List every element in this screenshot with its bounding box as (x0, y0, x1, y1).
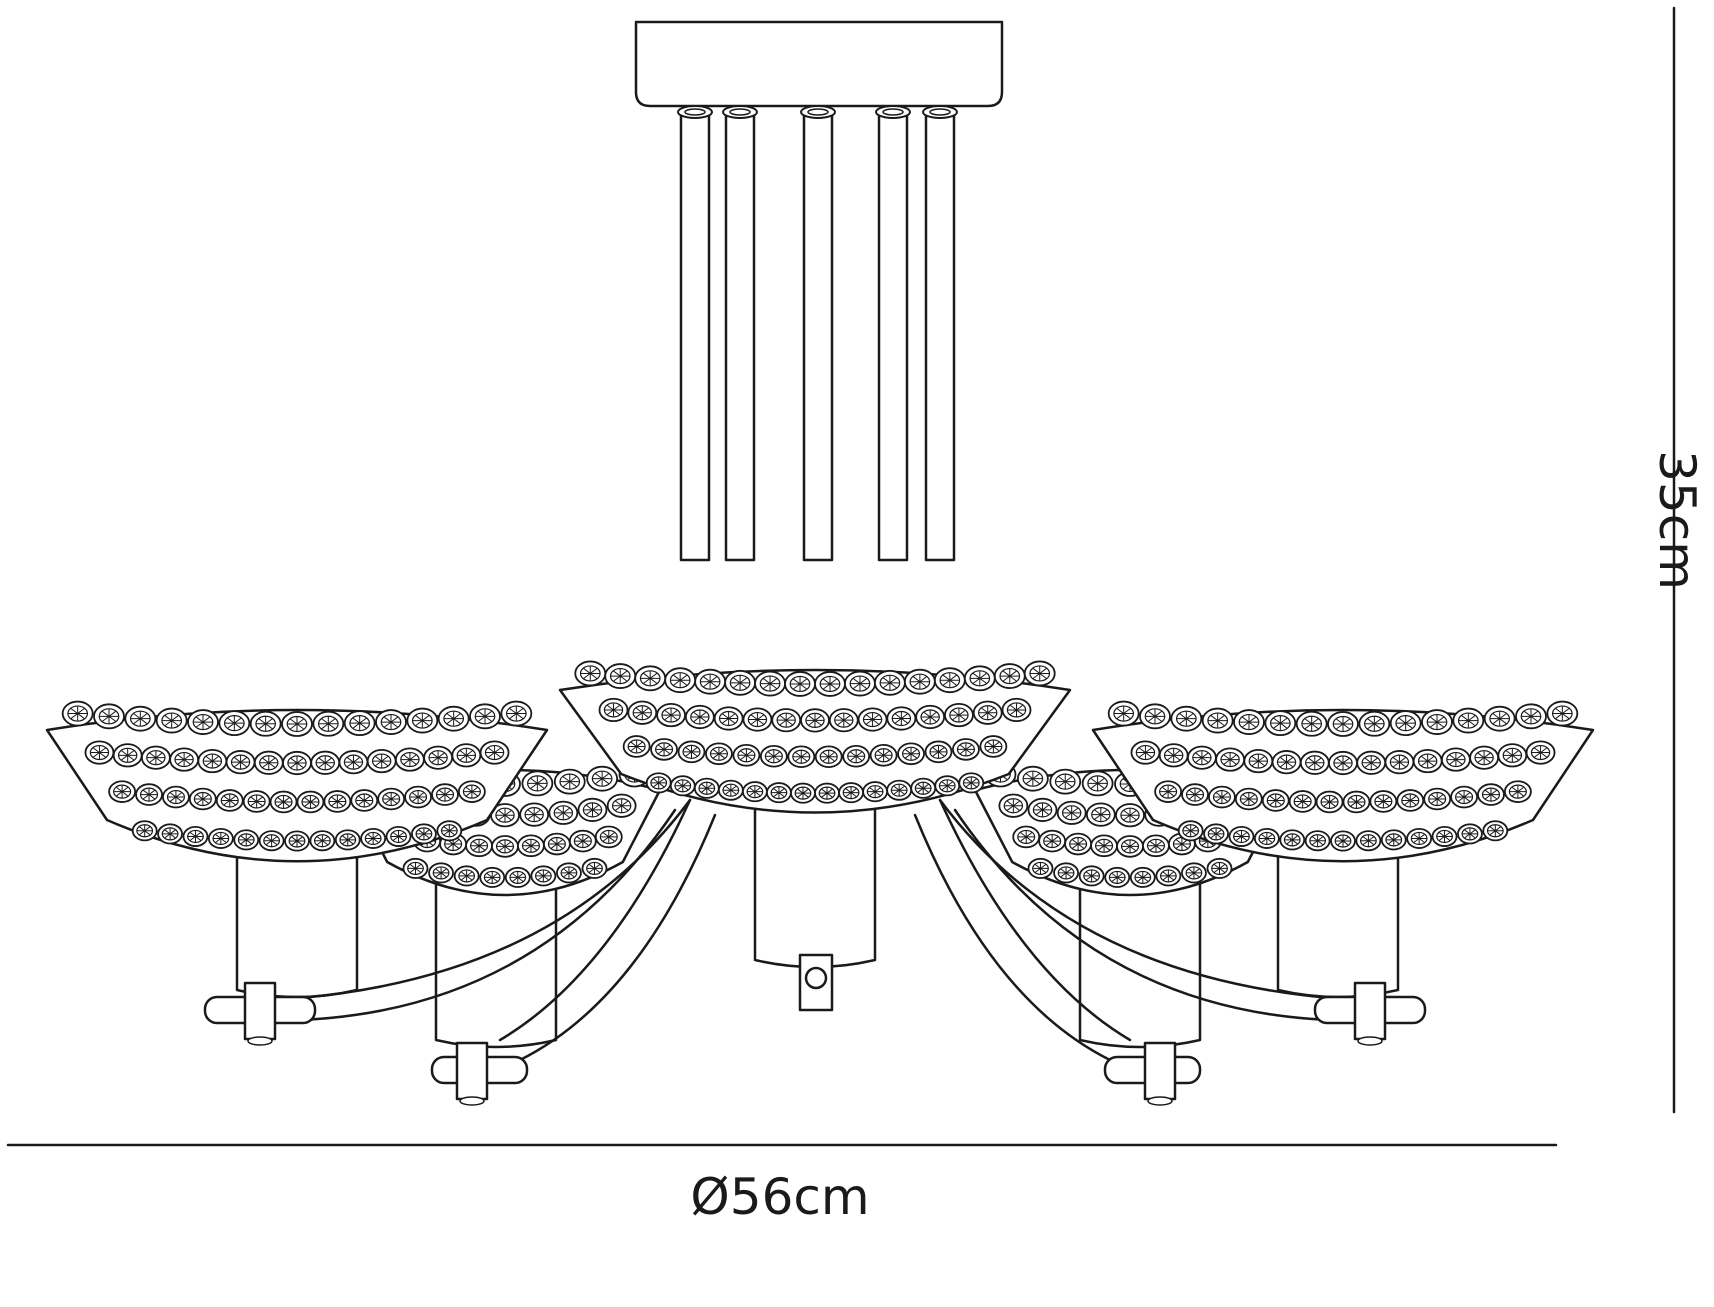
ceiling-canopy (634, 20, 1004, 108)
lamp-holder (753, 790, 877, 969)
centre-socket (798, 953, 834, 1012)
curved-arm (938, 798, 1332, 1000)
curved-arm (298, 798, 692, 1000)
suspension-rod (722, 105, 758, 562)
curved-arm (498, 798, 692, 1042)
suspension-rod (922, 105, 958, 562)
width-dimension-label: Ø56cm (690, 1168, 869, 1226)
suspension-rod (800, 105, 836, 562)
suspension-rod (677, 105, 713, 562)
crystal-shade (1091, 700, 1595, 863)
arm-end-cap (1313, 981, 1427, 1046)
arm-end-cap (430, 1041, 529, 1106)
back-shades (348, 761, 1287, 1049)
curved-arm (913, 813, 1112, 1062)
arms (203, 798, 1427, 1106)
front-shades (45, 660, 1595, 999)
crystal-shade (45, 700, 549, 863)
suspension-rods (677, 105, 958, 562)
suspension-rod (875, 105, 911, 562)
curved-arm (938, 798, 1132, 1042)
crystal-shade (558, 660, 1072, 814)
curved-arm (518, 813, 717, 1062)
lamp-holder (434, 860, 558, 1049)
curved-arm (298, 808, 677, 1022)
arm-end-cap (1103, 1041, 1202, 1106)
curved-arm (953, 808, 1332, 1022)
arm-end-cap (203, 981, 317, 1046)
height-dimension-label: 35cm (1648, 450, 1706, 590)
